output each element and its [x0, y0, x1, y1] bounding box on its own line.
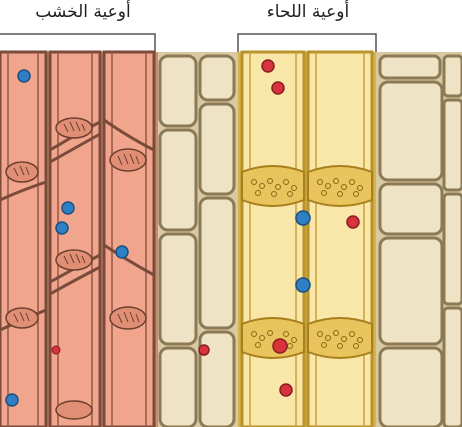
- parenchyma-right: [380, 56, 462, 427]
- sieve-tube: [242, 52, 304, 427]
- red-particle: [280, 384, 292, 396]
- red-particle: [52, 346, 60, 354]
- xylem-region: [0, 52, 158, 427]
- sieve-tube: [308, 52, 372, 427]
- blue-particle: [296, 278, 310, 292]
- red-particle: [272, 82, 284, 94]
- blue-particle: [296, 211, 310, 225]
- label-brackets: [0, 34, 376, 52]
- red-particle: [347, 216, 359, 228]
- red-particle: [199, 345, 209, 355]
- phloem-bracket: [238, 34, 376, 52]
- xylem-bracket: [0, 34, 155, 52]
- blue-particle: [6, 394, 18, 406]
- blue-particle: [116, 246, 128, 258]
- blue-particle: [56, 222, 68, 234]
- parenchyma-middle: [160, 56, 234, 427]
- blue-particle: [62, 202, 74, 214]
- red-particle: [273, 339, 287, 353]
- xylem-vessel: [0, 52, 46, 427]
- phloem-region: [238, 52, 376, 427]
- blue-particle: [18, 70, 30, 82]
- red-particle: [262, 60, 274, 72]
